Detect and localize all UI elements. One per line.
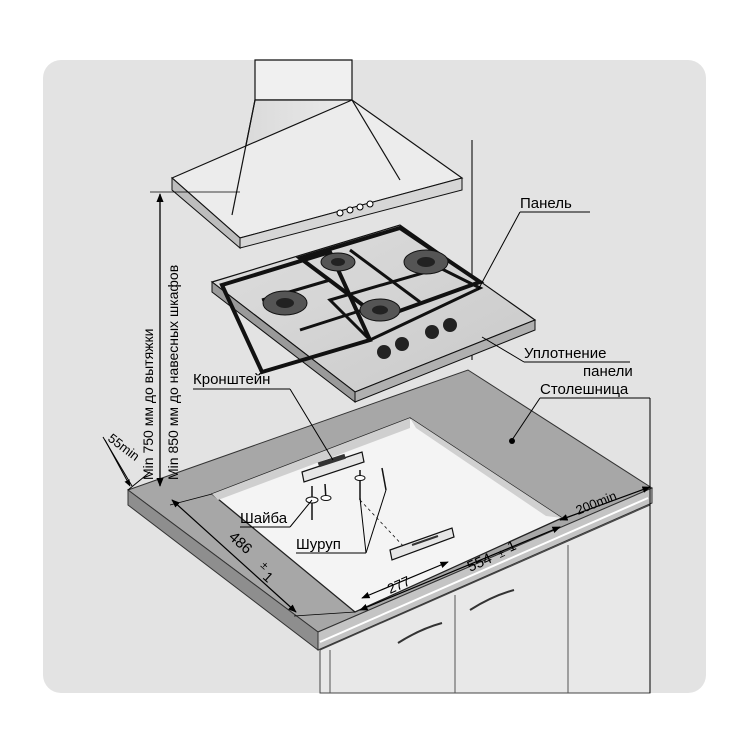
knob (425, 325, 439, 339)
height-dimension: Min 750 мм до вытяжки Min 850 мм до наве… (140, 191, 240, 487)
min-cabinets-label: Min 850 мм до навесных шкафов (165, 265, 181, 480)
knob (377, 345, 391, 359)
knob (395, 337, 409, 351)
washer-label: Шайба (240, 510, 288, 527)
range-hood (170, 59, 464, 250)
cutout-width-tol: ± (496, 547, 506, 560)
panel-label: Панель (520, 195, 572, 212)
callouts: Панель Уплотнение панели Столешница Крон… (193, 195, 650, 554)
countertop-label: Столешница (540, 381, 629, 398)
min-hood-label: Min 750 мм до вытяжки (140, 329, 156, 480)
gas-hob (210, 224, 537, 404)
seal-label-line2: панели (583, 363, 633, 380)
seal-label-line1: Уплотнение (524, 345, 606, 362)
bracket-back (301, 451, 365, 483)
bracket-label: Кронштейн (193, 371, 270, 388)
screw-label: Шуруп (296, 536, 341, 553)
knob (443, 318, 457, 332)
